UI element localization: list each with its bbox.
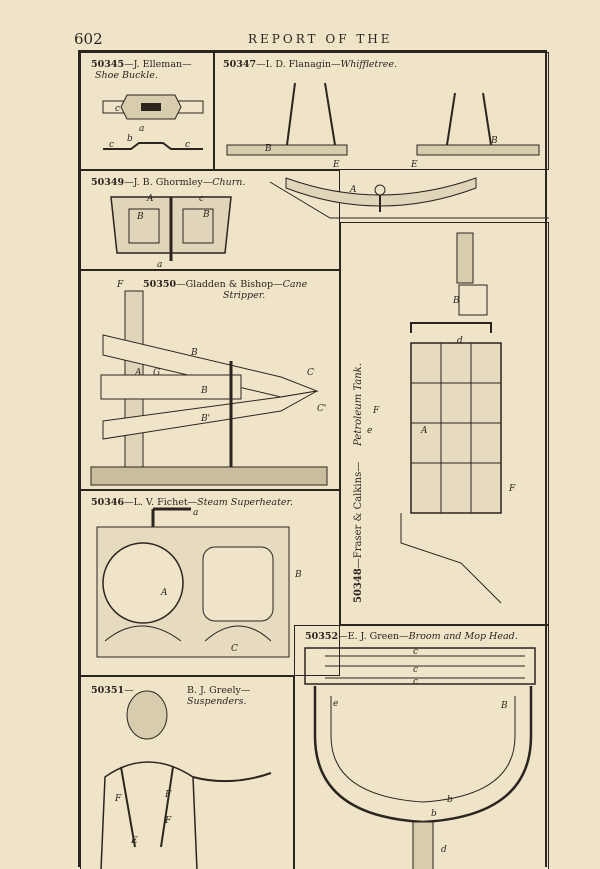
svg-text:a: a <box>193 508 198 518</box>
illustration-plate: 50345—J. Elleman—Shoe Buckle. c a c b c 503… <box>78 50 549 869</box>
running-head: REPORT OF THE <box>248 32 393 46</box>
svg-text:d: d <box>441 845 447 855</box>
svg-text:E: E <box>130 836 138 846</box>
svg-text:A: A <box>146 194 154 204</box>
whiffletree-bar-drawing: A <box>269 177 549 219</box>
page-number: 602 <box>74 30 103 48</box>
svg-text:E: E <box>410 160 418 170</box>
svg-text:G: G <box>153 368 160 378</box>
caption-broom-mop-head: 50352—E. J. Green—Broom and Mop Head. <box>305 631 518 642</box>
caption-suspenders: B. J. Greely— Suspenders. <box>187 685 251 707</box>
svg-text:d: d <box>457 336 463 346</box>
page-header: 602 REPORT OF THE <box>0 0 600 48</box>
svg-text:b: b <box>447 795 453 805</box>
svg-text:B: B <box>200 386 208 396</box>
svg-text:C': C' <box>317 404 326 414</box>
svg-text:c: c <box>109 140 114 150</box>
svg-text:F: F <box>116 280 124 290</box>
svg-text:B: B <box>500 701 508 711</box>
svg-text:B: B <box>294 570 302 580</box>
svg-text:c: c <box>413 647 418 657</box>
caption-steam-superheater: 50346—L. V. Fichet—Steam Superheater. <box>91 497 294 508</box>
svg-text:A: A <box>349 185 357 195</box>
svg-text:B: B <box>136 212 144 222</box>
svg-text:C: C <box>307 368 314 378</box>
svg-text:e: e <box>333 699 338 709</box>
svg-text:F: F <box>164 790 172 800</box>
svg-text:e: e <box>367 426 372 436</box>
caption-whiffletree: 50347—I. D. Flanagin—Whiffletree. <box>223 59 398 70</box>
svg-text:c: c <box>413 677 418 687</box>
svg-text:B: B <box>190 348 198 358</box>
petroleum-tank-drawing: Ad BF eF <box>367 232 516 604</box>
svg-text:A: A <box>420 426 428 436</box>
whiffletree-drawing: B E E B <box>226 82 540 170</box>
svg-text:c: c <box>199 194 204 204</box>
svg-text:c: c <box>413 665 418 675</box>
svg-text:B: B <box>452 296 460 306</box>
cane-stripper-drawing: F B A G B C B' C' <box>90 280 328 486</box>
figure-suspenders: 50351— B. J. Greely— Suspenders. F F F E <box>80 676 294 869</box>
svg-text:A: A <box>134 368 142 378</box>
svg-text:B: B <box>264 144 272 154</box>
svg-text:C: C <box>231 644 238 654</box>
caption-cane-stripper: 50350—Gladden & Bishop—Cane Stripper. <box>143 279 308 301</box>
shoe-buckle-drawing: c a c b c <box>102 94 204 150</box>
figure-petroleum-tank: 50348—Fraser & Calkins— Petroleum Tank. … <box>340 222 549 625</box>
svg-text:a: a <box>157 260 162 270</box>
svg-text:F: F <box>114 794 122 804</box>
figure-whiffletree: 50347—I. D. Flanagin—Whiffletree. B E E B <box>214 52 549 170</box>
steam-superheater-drawing: aA B C <box>96 507 302 658</box>
svg-text:c: c <box>115 104 120 114</box>
svg-text:b: b <box>127 134 133 144</box>
svg-text:B: B <box>202 210 210 220</box>
svg-text:B': B' <box>200 414 210 424</box>
svg-text:a: a <box>139 124 144 134</box>
svg-text:E: E <box>332 160 340 170</box>
figure-shoe-buckle: 50345—J. Elleman—Shoe Buckle. c a c b c <box>80 52 214 170</box>
broom-mop-head-drawing: cc ce Bb bd <box>304 647 536 869</box>
suspenders-drawing: F F F E <box>100 690 272 869</box>
figure-cane-stripper: 50350—Gladden & Bishop—Cane Stripper. F B… <box>80 270 340 490</box>
svg-text:b: b <box>431 809 437 819</box>
svg-text:F: F <box>372 406 380 416</box>
caption-shoe-buckle: 50345—J. Elleman—Shoe Buckle. <box>91 59 192 81</box>
caption-suspenders-number: 50351— <box>91 685 134 696</box>
svg-text:c: c <box>185 140 190 150</box>
svg-text:F: F <box>164 816 172 826</box>
svg-text:B: B <box>490 136 498 146</box>
svg-text:A: A <box>160 588 168 598</box>
caption-churn: 50349—J. B. Ghormley—Churn. <box>91 177 246 188</box>
svg-text:F: F <box>508 484 516 494</box>
